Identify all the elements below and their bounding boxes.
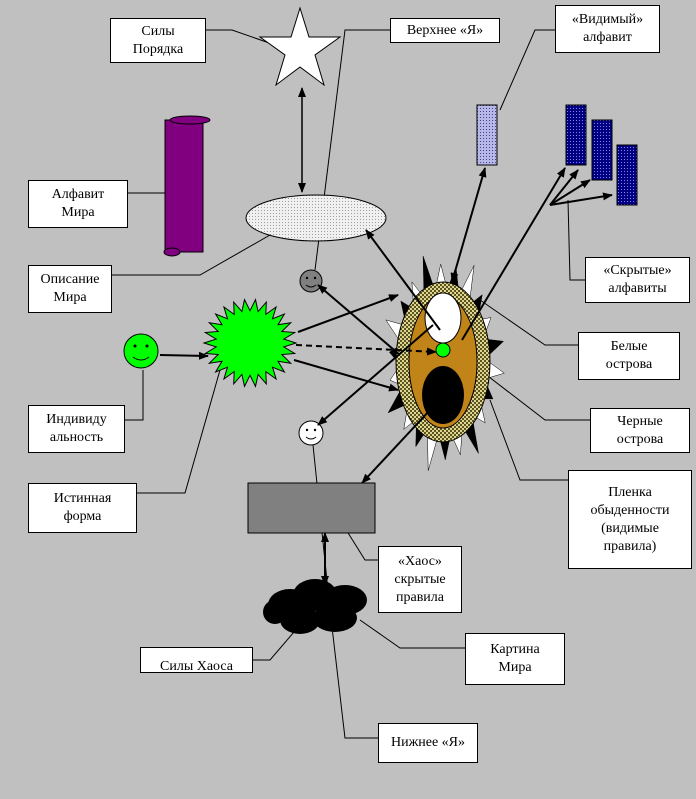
label-upper-self: Верхнее «Я» [390,18,500,43]
label-lower-self: Нижнее «Я» [378,723,478,763]
label-hidden-alphabets: «Скрытые» алфавиты [585,257,690,303]
upper-self-smiley [299,269,323,293]
label-everyday-film: Пленка обыденности (видимые правила) [568,470,692,569]
label-world-alphabet: Алфавит Мира [28,180,128,228]
world-alphabet-scroll [163,115,211,257]
individuality-smiley [123,333,159,369]
star-order-forces [258,6,342,87]
visible-alphabet-scroll [476,104,498,166]
label-true-form: Истинная форма [28,483,137,533]
green-core [435,342,451,358]
lower-self-smiley [298,420,324,446]
label-visible-alphabet: «Видимый» алфавит [555,5,660,53]
label-chaos-hidden-rules: «Хаос» скрытые правила [378,546,462,613]
world-description-ellipse [245,194,387,242]
true-form-burst [202,298,298,388]
label-white-islands: Белые острова [578,332,680,380]
label-world-description: Описание Мира [28,265,112,313]
black-island [422,366,464,424]
chaos-forces-cloud [263,579,367,634]
label-world-picture: Картина Мира [465,633,565,685]
label-black-islands: Черные острова [590,408,690,453]
label-individuality: Индивиду альность [28,405,125,453]
label-chaos-forces: Силы Хаоса [140,647,253,673]
world-picture-rect [247,482,376,534]
arrows [159,167,613,586]
hidden-alphabet-scrolls [565,104,638,206]
label-order-forces: Силы Порядка [110,18,206,63]
